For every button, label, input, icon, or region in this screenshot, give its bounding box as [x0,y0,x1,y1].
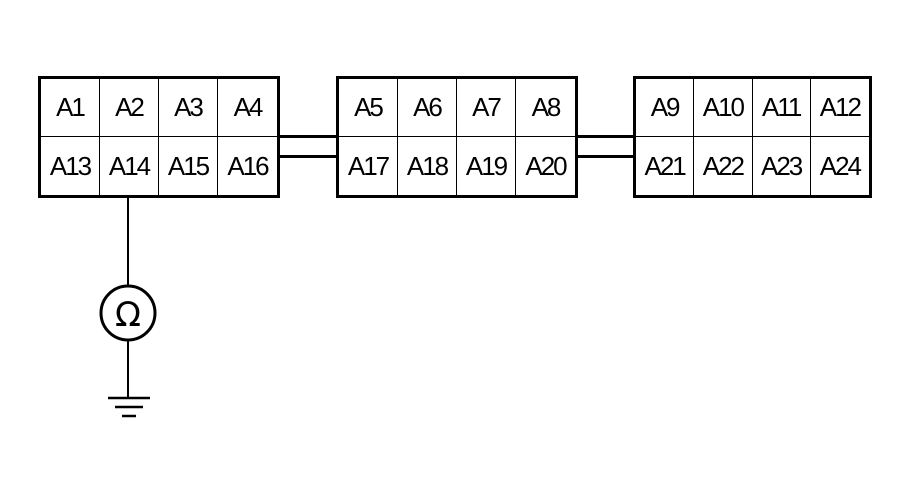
pin-a17: A17 [339,137,398,195]
ohmmeter-icon: Ω [99,284,157,342]
pin-a23: A23 [753,137,811,195]
pin-a11: A11 [752,79,811,137]
harness-wire-1-top [280,135,336,138]
pin-a5: A5 [339,79,398,137]
pin-a8: A8 [516,79,575,137]
ground-icon [108,396,150,418]
pin-a9: A9 [636,79,695,137]
pin-a20: A20 [525,150,567,181]
connector-3: A9 A10 A11 A12 A21 A22 A23 A24 [633,76,872,198]
pin-a16: A16 [227,150,269,181]
connector-2: A5 A6 A7 A8 A17 A18 A19 A20 [336,76,578,198]
pin-a15: A15 [159,137,218,195]
pin-a1: A1 [41,79,100,137]
pin-a18: A18 [398,137,457,195]
pin-a19: A19 [457,137,516,195]
pin-a3: A3 [159,79,218,137]
pin-a21: A21 [636,137,695,195]
pin-a22: A22 [694,137,753,195]
harness-wire-2-bottom [578,155,633,158]
pin-a13: A13 [41,137,100,195]
pin-a14: A14 [100,137,159,195]
pin-a10: A10 [694,79,753,137]
ohm-symbol: Ω [115,295,141,335]
pin-a7: A7 [457,79,516,137]
pin-a2: A2 [100,79,159,137]
ohmmeter-circuit: Ω [99,198,157,418]
pin-a6: A6 [398,79,457,137]
pin-a4: A4 [218,79,277,137]
connector-1: A1 A2 A3 A4 A13 A14 A15 A16 [38,76,280,198]
pin-a24: A24 [819,150,862,181]
harness-wire-1-bottom [280,155,336,158]
pin-a12: A12 [810,79,869,137]
harness-wire-2-top [578,135,633,138]
